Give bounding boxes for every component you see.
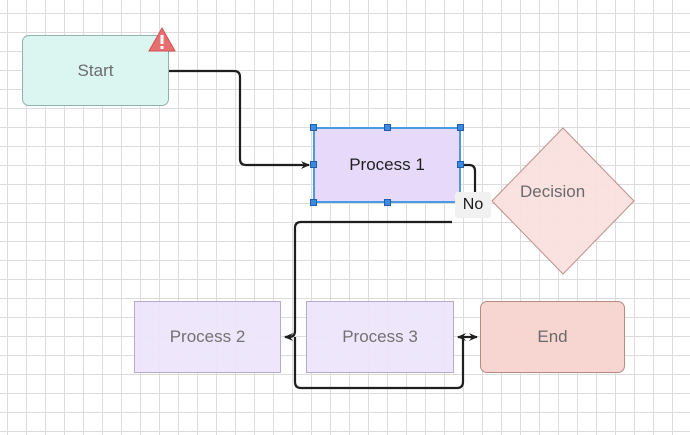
resize-handle-ne[interactable] bbox=[457, 124, 464, 131]
start-node[interactable]: Start bbox=[22, 35, 169, 106]
resize-handle-s[interactable] bbox=[384, 199, 391, 206]
process1-node[interactable]: Process 1 bbox=[313, 127, 461, 203]
resize-handle-e[interactable] bbox=[457, 161, 464, 168]
edge-label-no-text: No bbox=[462, 196, 484, 213]
edge-start-to-process1[interactable] bbox=[169, 69, 310, 169]
process2-node[interactable]: Process 2 bbox=[134, 301, 281, 373]
resize-handle-n[interactable] bbox=[384, 124, 391, 131]
warning-icon[interactable] bbox=[148, 27, 176, 52]
decision-label: Decision bbox=[520, 182, 586, 201]
process3-node[interactable]: Process 3 bbox=[306, 301, 454, 373]
resize-handle-nw[interactable] bbox=[310, 124, 317, 131]
end-node[interactable]: End bbox=[480, 301, 625, 373]
edge-no-to-process2[interactable] bbox=[284, 220, 452, 341]
decision-shape[interactable] bbox=[491, 127, 635, 275]
resize-handle-w[interactable] bbox=[310, 161, 317, 168]
edge-process3-loop[interactable] bbox=[293, 337, 465, 390]
process2-label: Process 2 bbox=[169, 327, 246, 346]
start-label: Start bbox=[77, 60, 114, 80]
resize-handle-sw[interactable] bbox=[310, 199, 317, 206]
process1-label: Process 1 bbox=[349, 155, 425, 174]
edge-process1-no-stub[interactable] bbox=[461, 163, 477, 193]
process3-label: Process 3 bbox=[342, 327, 418, 346]
end-label: End bbox=[537, 327, 568, 346]
edge-label-no[interactable]: No bbox=[455, 192, 491, 218]
